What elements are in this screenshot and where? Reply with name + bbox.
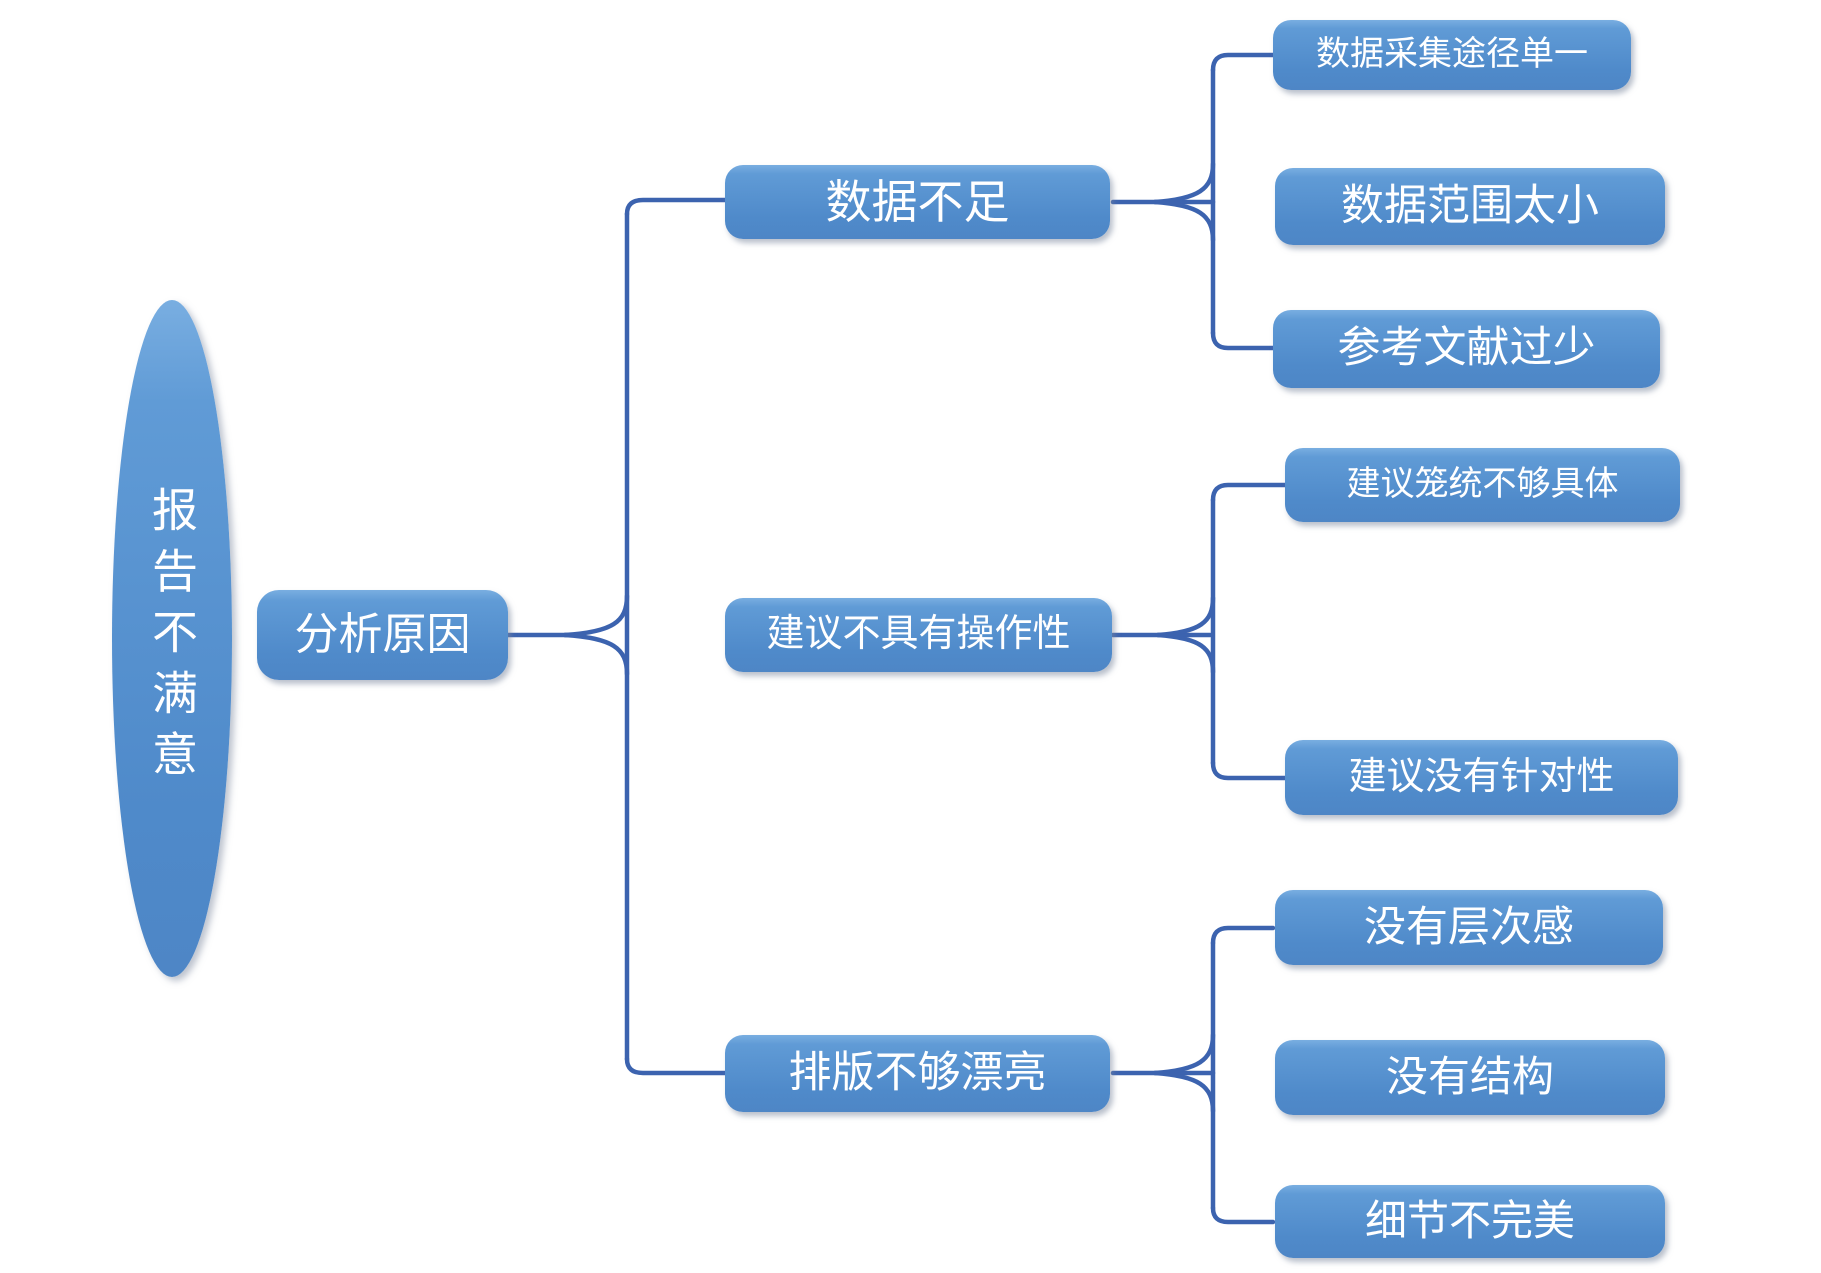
leaf-node-suggestions-not-targeted[interactable]: 建议没有针对性: [1285, 740, 1678, 815]
branch-label: 数据不足: [825, 175, 1010, 228]
branch-node-insufficient-data[interactable]: 数据不足: [725, 165, 1110, 239]
analyze-reason-node[interactable]: 分析原因: [257, 590, 508, 680]
leaf-label: 建议没有针对性: [1348, 755, 1615, 798]
connector-brace-down: [562, 632, 630, 677]
leaf-label: 没有层次感: [1363, 903, 1574, 951]
connector-b1-up: [1152, 161, 1216, 205]
leaf-node-too-few-references[interactable]: 参考文献过少: [1273, 310, 1660, 388]
connector-b3-down: [1152, 1070, 1216, 1114]
leaf-node-imperfect-details[interactable]: 细节不完美: [1275, 1185, 1665, 1258]
root-topic-ellipse[interactable]: 报告不满意: [112, 300, 232, 977]
connector-to-c13: [1210, 330, 1276, 351]
connector-brace-up: [562, 593, 630, 638]
leaf-node-suggestions-too-general[interactable]: 建议笼统不够具体: [1285, 448, 1680, 522]
branch-node-suggestions-not-operational[interactable]: 建议不具有操作性: [725, 598, 1112, 672]
connector-to-c21: [1210, 482, 1288, 503]
connector-to-c22: [1210, 760, 1288, 781]
root-topic-label: 报告不满意: [146, 486, 198, 791]
leaf-label: 参考文献过少: [1337, 324, 1596, 373]
connector-to-branch-3: [624, 1056, 728, 1076]
branch-label: 排版不够漂亮: [788, 1048, 1047, 1097]
leaf-label: 建议笼统不够具体: [1346, 465, 1619, 504]
connector-to-c11: [1210, 52, 1276, 73]
leaf-node-no-sense-of-hierarchy[interactable]: 没有层次感: [1275, 890, 1663, 965]
connector-to-c31: [1210, 925, 1276, 946]
connector-b2-up: [1155, 595, 1216, 638]
connector-to-branch-1: [624, 197, 728, 217]
connector-b3-up: [1152, 1032, 1216, 1076]
connector-to-c33: [1210, 1205, 1276, 1225]
leaf-node-data-range-too-small[interactable]: 数据范围太小: [1275, 168, 1665, 245]
connector-b2-down: [1155, 632, 1216, 675]
leaf-label: 没有结构: [1385, 1053, 1554, 1101]
connector-b1-down: [1152, 199, 1216, 243]
leaf-node-no-structure[interactable]: 没有结构: [1275, 1040, 1665, 1115]
analyze-reason-label: 分析原因: [294, 609, 471, 659]
leaf-node-single-collection-channel[interactable]: 数据采集途径单一: [1273, 20, 1631, 90]
leaf-label: 数据范围太小: [1341, 181, 1599, 230]
leaf-label: 细节不完美: [1364, 1197, 1575, 1245]
leaf-label: 数据采集途径单一: [1316, 35, 1588, 74]
branch-label: 建议不具有操作性: [766, 613, 1071, 656]
branch-node-layout-not-pretty[interactable]: 排版不够漂亮: [725, 1035, 1110, 1112]
